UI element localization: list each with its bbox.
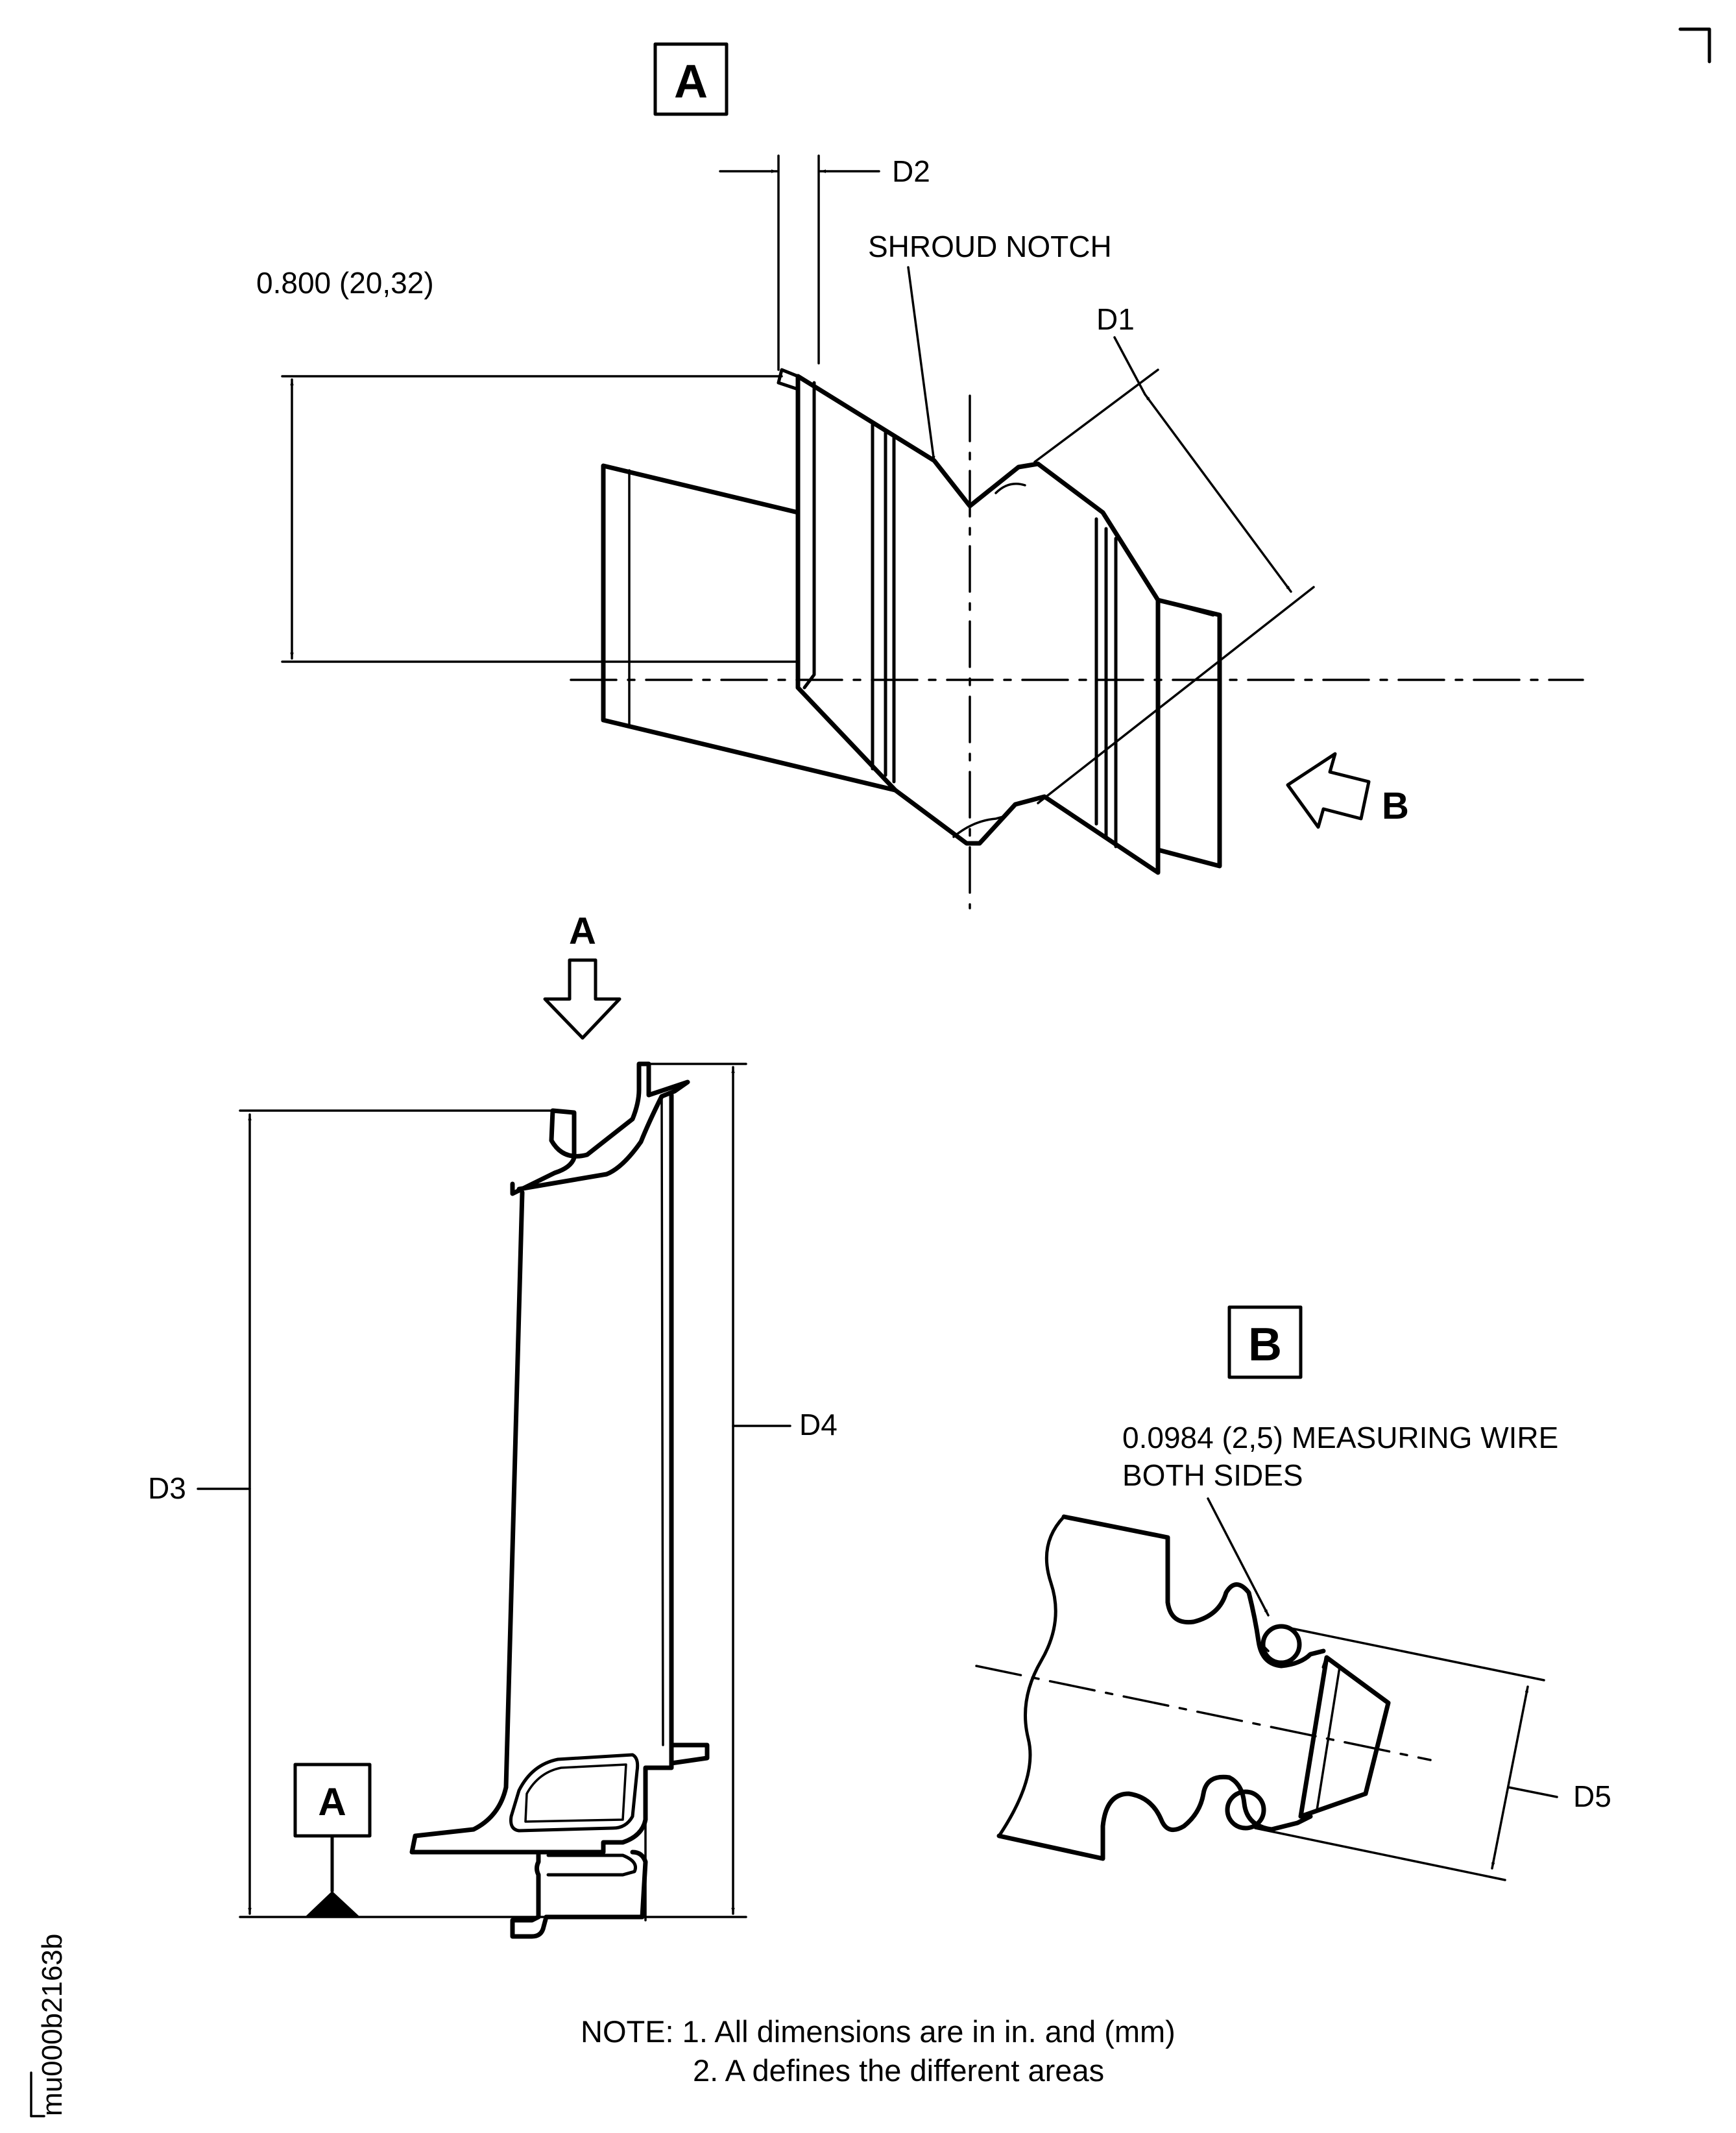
view-a-right-block: [1155, 597, 1222, 869]
note-line-1: NOTE: 1. All dimensions are in in. and (…: [581, 2014, 1175, 2049]
blade-tip-shroud: [510, 1061, 690, 1196]
d5-leader: [1507, 1786, 1558, 1798]
datum-a-triangle: [305, 1891, 360, 1917]
view-a: A 0.800 (20,32): [256, 42, 1584, 910]
d4-label: D4: [799, 1408, 838, 1441]
d5-ext-bottom: [1254, 1827, 1506, 1881]
d1-ext-top: [1033, 368, 1159, 463]
d1-ext-bottom: [1037, 586, 1315, 804]
d1-label: D1: [1096, 302, 1135, 336]
view-b-title: B: [1248, 1319, 1282, 1371]
shroud-left-face: [777, 368, 816, 690]
blade-root-cavity: [509, 1753, 640, 1833]
note-line-2: 2. A defines the different areas: [693, 2053, 1104, 2088]
corner-mark: [1678, 27, 1711, 64]
root-cross-section: [1298, 1655, 1391, 1819]
blade-shank: [510, 1850, 648, 1939]
blade-root-platform: [409, 1742, 710, 1855]
view-b-centerline: [975, 1665, 1432, 1761]
view-a-title-box: [653, 42, 729, 116]
figure-reference: mu000b2163b: [36, 1934, 68, 2116]
blade-airfoil-left-edge: [503, 1190, 525, 1790]
view-b-arrow: B: [1286, 752, 1409, 829]
root-cross-section-edge: [1321, 1656, 1329, 1669]
view-a-title: A: [674, 56, 708, 108]
lower-notch-fillet: [952, 815, 1007, 838]
measuring-wire-lower: [1225, 1789, 1266, 1831]
shroud-notch-label: SHROUD NOTCH: [868, 230, 1112, 263]
datum-a-label: A: [318, 1780, 346, 1824]
blade-airfoil-inner-line: [660, 1098, 664, 1746]
view-a-left-body: [601, 463, 898, 793]
fir-tree-root-left-break: [997, 1515, 1066, 1838]
d1-leader: [1113, 336, 1146, 396]
view-b: B 0.0984 (2,5) MEASURING WIRE BOTH SIDES…: [975, 1305, 1611, 1881]
arrow-a-label: A: [569, 910, 596, 952]
view-a-arrow: A: [543, 910, 621, 1040]
fir-tree-root-bottom: [996, 1774, 1313, 1861]
d5-ext-top: [1290, 1627, 1545, 1681]
fir-tree-root-outline: [1061, 1514, 1326, 1669]
measuring-wire-label-line-2: BOTH SIDES: [1122, 1458, 1303, 1492]
blade-side-view: D3 D4 A: [148, 1061, 838, 1939]
blade-root-cavity-inner: [524, 1763, 627, 1823]
shroud-body-outline: [795, 374, 1161, 875]
arrow-b-label: B: [1382, 785, 1409, 827]
measuring-wire-upper: [1260, 1624, 1302, 1665]
height-dim-label: 0.800 (20,32): [256, 266, 434, 300]
d5-label: D5: [1573, 1779, 1611, 1813]
measuring-wire-label-line-1: 0.0984 (2,5) MEASURING WIRE: [1122, 1421, 1558, 1454]
measuring-wire-leader: [1207, 1497, 1270, 1617]
view-b-title-box: [1227, 1305, 1303, 1379]
blade-shank-slot: [546, 1853, 637, 1877]
d5-dim-line: [1491, 1685, 1529, 1870]
upper-notch-fillet: [995, 483, 1026, 494]
d2-label: D2: [892, 154, 930, 188]
d3-label: D3: [148, 1471, 186, 1505]
shroud-notch-leader: [907, 266, 935, 463]
view-a-right-block-edge: [1156, 598, 1215, 617]
d1-dim-line: [1144, 393, 1292, 593]
